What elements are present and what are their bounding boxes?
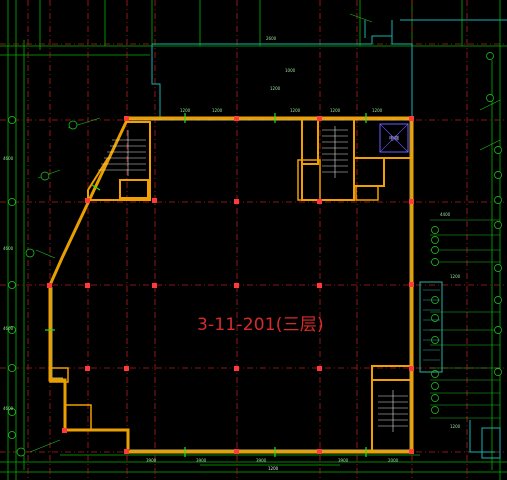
svg-text:2600: 2600 (266, 36, 277, 41)
svg-text:4600: 4600 (3, 156, 14, 161)
window-markers (45, 113, 367, 457)
upper-building-outline (151, 19, 507, 120)
svg-text:4600: 4600 (3, 246, 14, 251)
svg-text:1000: 1000 (285, 68, 296, 73)
svg-text:4400: 4400 (440, 212, 451, 217)
svg-text:1200: 1200 (372, 108, 383, 113)
leader-lines (29, 13, 501, 453)
svg-text:1200: 1200 (268, 466, 279, 471)
svg-text:1200: 1200 (450, 274, 461, 279)
svg-text:1200: 1200 (180, 108, 191, 113)
svg-text:1200: 1200 (270, 86, 281, 91)
stair-treads-southeast (378, 390, 408, 432)
svg-text:4600: 4600 (3, 406, 14, 411)
stair-core-northeast (301, 117, 413, 201)
svg-text:2000: 2000 (388, 458, 399, 463)
svg-text:3900: 3900 (196, 458, 207, 463)
svg-text:4600: 4600 (3, 326, 14, 331)
stair-core-northwest (87, 121, 151, 201)
svg-text:3900: 3900 (146, 458, 157, 463)
svg-text:3900: 3900 (338, 458, 349, 463)
svg-text:1200: 1200 (450, 424, 461, 429)
southwest-rooms (49, 367, 92, 431)
service-rooms (297, 159, 379, 201)
svg-text:3900: 3900 (256, 458, 267, 463)
elevator-shaft (379, 123, 409, 153)
elevator-label: 电梯 (389, 135, 399, 142)
svg-text:1200: 1200 (330, 108, 341, 113)
southeast-detail (469, 420, 501, 459)
grid-bubbles (8, 52, 502, 457)
dimension-annotations: 2600 1200 1200 1200 1200 1200 3900 3900 … (3, 36, 461, 471)
columns (47, 116, 414, 454)
stair-treads-northeast (322, 126, 348, 178)
stair-treads-northwest (98, 130, 146, 176)
svg-text:1200: 1200 (290, 108, 301, 113)
unit-number-label: 3-11-201(三层) (197, 315, 324, 335)
stair-core-southeast (371, 365, 413, 453)
svg-text:1200: 1200 (212, 108, 223, 113)
east-shaft (419, 281, 443, 373)
